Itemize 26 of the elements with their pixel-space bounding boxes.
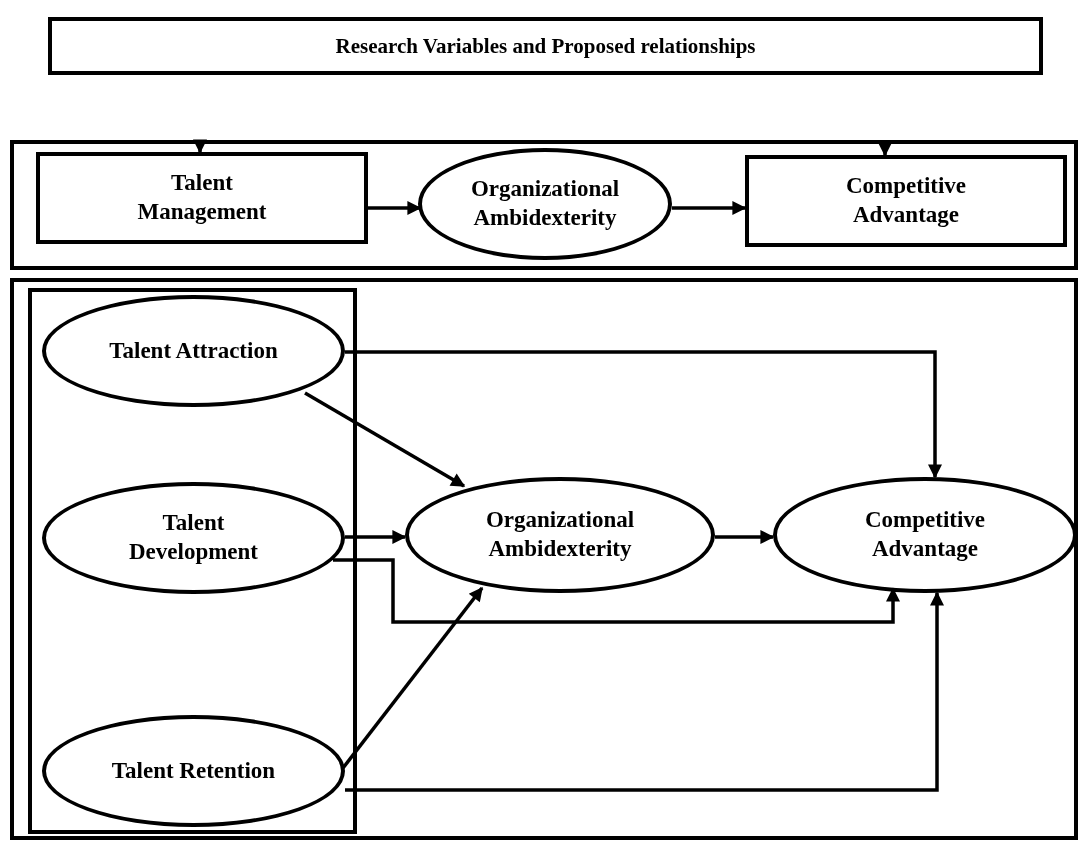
arrow	[341, 586, 484, 770]
node-label: Research Variables and Proposed relationships	[335, 32, 756, 60]
arrow	[333, 558, 900, 624]
arrow	[715, 530, 775, 544]
group-frame	[28, 288, 357, 834]
construct-box	[36, 152, 368, 244]
node-label: Organizational Ambidexterity	[484, 506, 636, 563]
arrow	[304, 391, 466, 488]
arrow	[193, 139, 207, 154]
arrow	[878, 142, 892, 157]
node-label: Competitive Advantage	[863, 506, 987, 563]
arrow	[672, 201, 747, 215]
node-label: Organizational Ambidexterity	[469, 175, 621, 232]
node-label: Talent Attraction	[109, 336, 278, 365]
panel-frame	[10, 140, 1078, 270]
construct-box	[745, 155, 1067, 247]
panel-frame	[10, 278, 1078, 840]
node-label: Talent Development	[128, 509, 259, 566]
arrow	[345, 350, 942, 479]
node-label: Talent Management	[136, 169, 268, 226]
arrow	[345, 591, 944, 792]
node-label: Talent Retention	[111, 756, 276, 785]
arrow	[345, 530, 407, 544]
title-box	[48, 17, 1043, 75]
node-label: Competitive Advantage	[844, 172, 968, 229]
arrow	[368, 201, 422, 215]
